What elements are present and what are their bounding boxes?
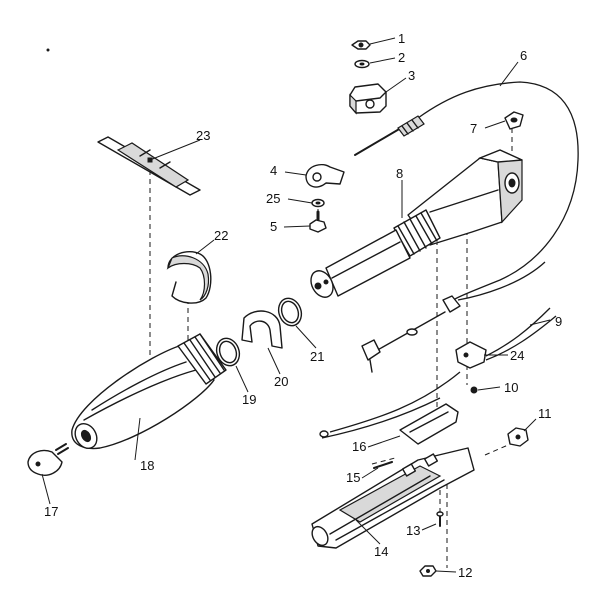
callout-13: 13 (406, 523, 420, 538)
part-21-ring (277, 297, 303, 327)
callout-23: 23 (196, 128, 210, 143)
callout-20: 20 (274, 374, 288, 389)
callout-10: 10 (504, 380, 518, 395)
callout-numbers: 1 2 3 6 7 4 25 5 8 23 22 18 17 19 20 21 … (44, 31, 562, 580)
callout-7: 7 (470, 121, 477, 136)
stray-dot (46, 48, 50, 52)
callout-22: 22 (214, 228, 228, 243)
callout-17: 17 (44, 504, 58, 519)
part-4-clevis (305, 164, 345, 188)
callout-11: 11 (538, 406, 552, 421)
callout-14: 14 (374, 544, 388, 559)
part-20-u-clip (241, 310, 283, 349)
callout-3: 3 (408, 68, 415, 83)
part-10-screw (470, 386, 478, 394)
leader-lines (41, 37, 551, 573)
part-9-wire (319, 307, 557, 439)
part-14-switch-housing (311, 447, 475, 549)
part-18-handle (71, 333, 227, 450)
callout-6: 6 (520, 48, 527, 63)
callout-8: 8 (396, 166, 403, 181)
part-3-bracket (349, 83, 387, 115)
part-23-plate (97, 136, 201, 196)
callout-21: 21 (310, 349, 324, 364)
callout-24: 24 (510, 348, 524, 363)
part-22-split-ring (166, 250, 212, 304)
part-17-tip (27, 443, 69, 476)
part-19-o-ring (215, 337, 241, 367)
part-1-nut (351, 40, 371, 50)
callout-25: 25 (266, 191, 280, 206)
callout-4: 4 (270, 163, 277, 178)
callout-2: 2 (398, 50, 405, 65)
callout-16: 16 (352, 439, 366, 454)
part-15-pin (373, 461, 393, 469)
part-2-washer (354, 59, 370, 69)
part-5-screw (309, 210, 327, 233)
part-13-screw (436, 511, 444, 527)
cable-thread-fitting (397, 115, 425, 137)
callout-5: 5 (270, 219, 277, 234)
part-24-bracket (455, 341, 487, 369)
callout-18: 18 (140, 458, 154, 473)
callout-15: 15 (346, 470, 360, 485)
part-12-nut (419, 565, 437, 577)
part-7-clip (504, 111, 524, 130)
part-11-nut (507, 427, 529, 447)
callout-12: 12 (458, 565, 472, 580)
part-6-cable (354, 81, 579, 303)
callout-9: 9 (555, 314, 562, 329)
part-25-nut (311, 198, 325, 208)
part-16-cover (399, 403, 459, 445)
part-8-tube-body (310, 149, 523, 298)
switch-rod-assembly (361, 295, 461, 373)
callout-1: 1 (398, 31, 405, 46)
callout-19: 19 (242, 392, 256, 407)
